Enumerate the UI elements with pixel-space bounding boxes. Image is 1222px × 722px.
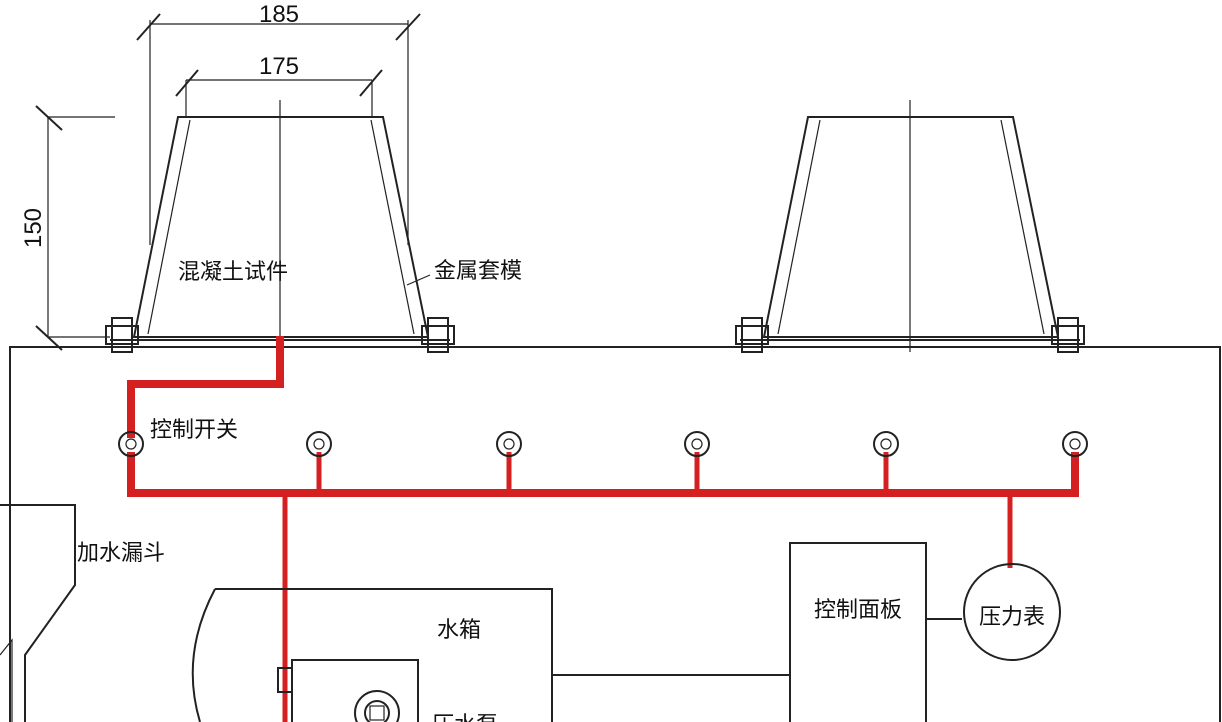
dimension-height: 150: [20, 105, 115, 351]
pressure-gauge: [963, 563, 1061, 661]
mold-leader-line: [406, 274, 431, 286]
control-switch-4: [684, 431, 710, 457]
right-mold-bolt-left: [735, 317, 769, 353]
apparatus-frame: [9, 346, 1221, 722]
right-mold-bolt-right: [1051, 317, 1085, 353]
dimension-185-label: 185: [259, 1, 299, 28]
dimension-175-label: 175: [259, 53, 299, 80]
control-panel-box: [789, 542, 927, 722]
dimension-inner-width: 175: [175, 53, 383, 118]
water-pump: [277, 659, 419, 722]
mold-label: 金属套模: [434, 259, 522, 284]
right-mold: [735, 100, 1085, 353]
left-mold-inner-left: [147, 119, 191, 335]
control-switch-3: [496, 431, 522, 457]
pipe-riser-left-specimen: [127, 336, 284, 438]
pipe-main-header: [127, 452, 1079, 497]
water-funnel: [0, 504, 76, 722]
left-mold-outer: [132, 116, 430, 338]
control-switch-1: [118, 431, 144, 457]
right-mold-inner-left: [777, 119, 821, 335]
pressure-gauge-label: 压力表: [979, 605, 1045, 630]
water-tank: [191, 588, 553, 722]
pump-label: 压水泵: [432, 713, 498, 722]
control-switch-5: [873, 431, 899, 457]
left-mold-bolt-left: [105, 317, 139, 353]
dimension-top-width: 185: [136, 1, 421, 245]
control-switch-6: [1062, 431, 1088, 457]
right-mold-inner-right: [1000, 119, 1045, 335]
left-mold-bolt-right: [421, 317, 455, 353]
dimension-150-label: 150: [20, 208, 47, 248]
control-switch-label: 控制开关: [150, 418, 238, 443]
control-switch-2: [306, 431, 332, 457]
control-panel-label: 控制面板: [814, 598, 902, 623]
water-pipe-network: [127, 336, 1079, 722]
left-mold: [105, 100, 455, 353]
water-tank-label: 水箱: [437, 618, 481, 643]
left-mold-inner-right: [370, 119, 415, 335]
funnel-label: 加水漏斗: [77, 541, 165, 566]
specimen-label: 混凝土试件: [178, 260, 288, 285]
right-mold-outer: [762, 116, 1060, 338]
